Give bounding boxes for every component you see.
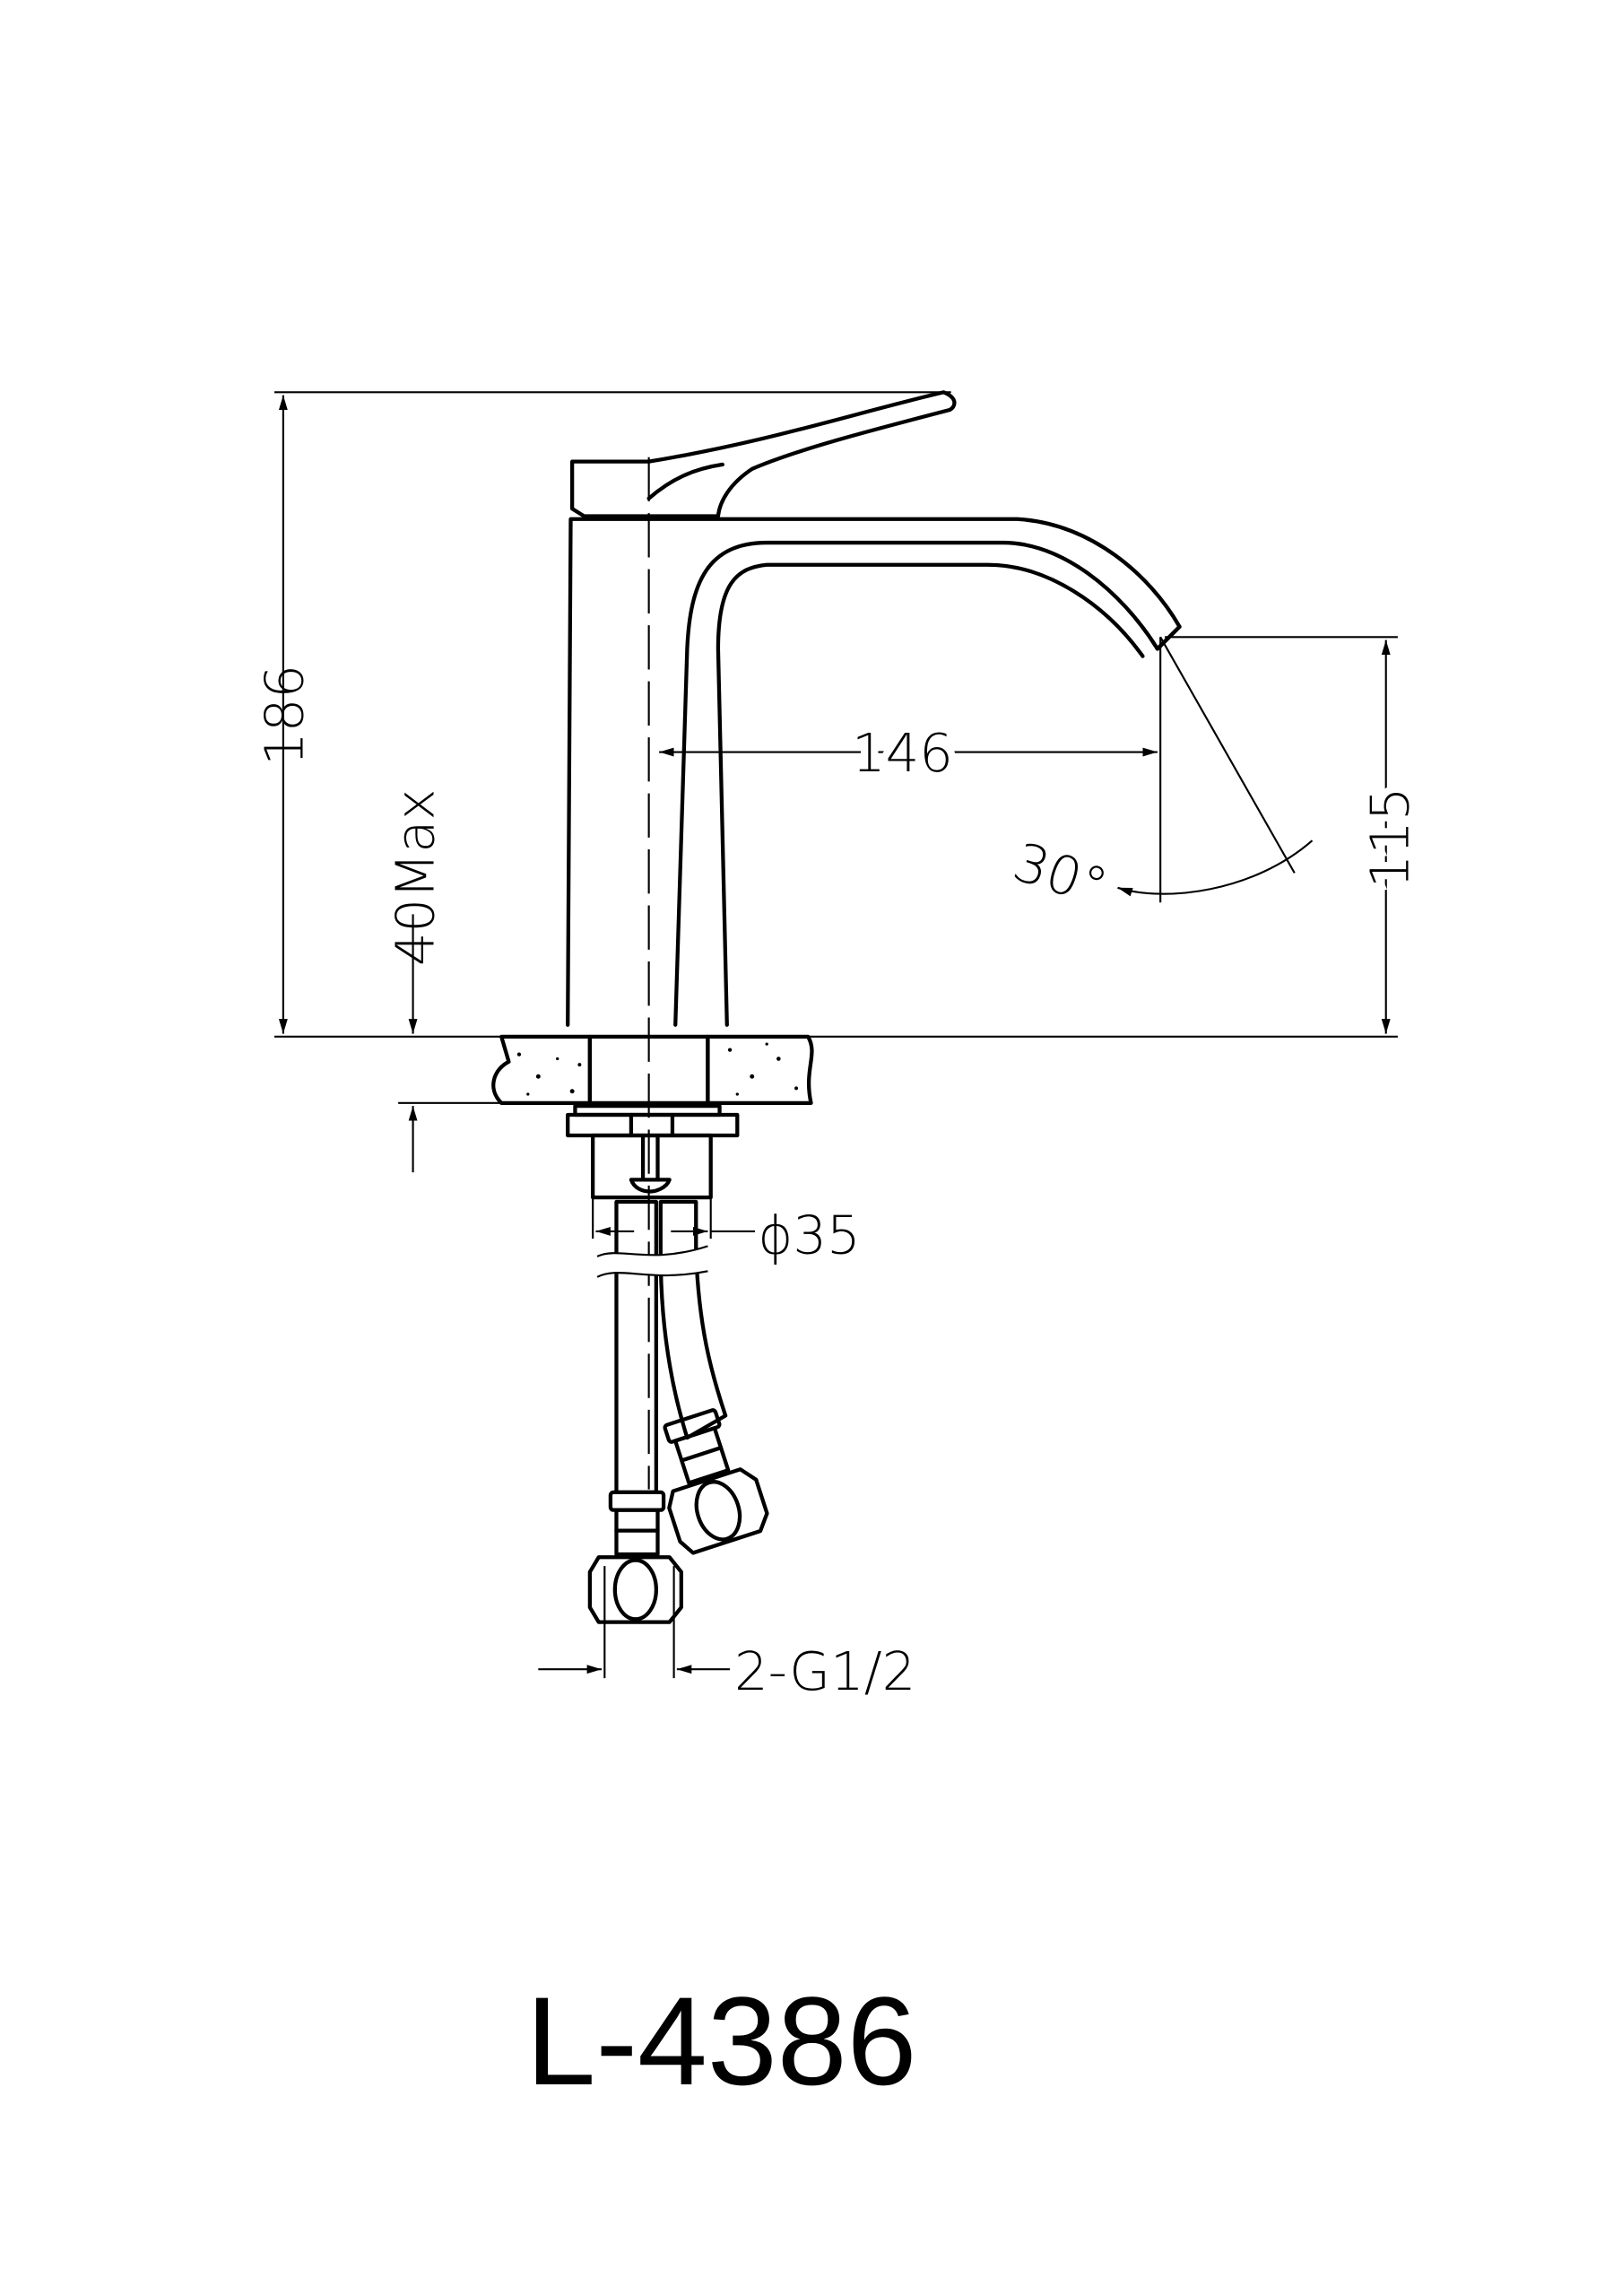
dimension-lines <box>278 395 1391 1679</box>
dim-max-counter-thickness: 40Max <box>385 788 447 966</box>
dim-spray-angle: 30° <box>1006 831 1115 918</box>
dim-shank-diameter: ϕ35 <box>758 1205 860 1266</box>
model-code-title: L-4386 <box>525 1970 917 2111</box>
dim-total-height: 186 <box>253 665 315 766</box>
faucet-body <box>566 390 1182 1027</box>
supply-hoses <box>587 1199 769 1624</box>
dim-spout-height: 115 <box>1358 787 1420 888</box>
countertop-section <box>491 1034 814 1105</box>
reference-lines <box>274 391 1398 1490</box>
mounting-hardware <box>566 1104 740 1200</box>
dim-connection: 2-G1/2 <box>734 1640 915 1702</box>
dim-spout-reach: 146 <box>852 722 953 784</box>
